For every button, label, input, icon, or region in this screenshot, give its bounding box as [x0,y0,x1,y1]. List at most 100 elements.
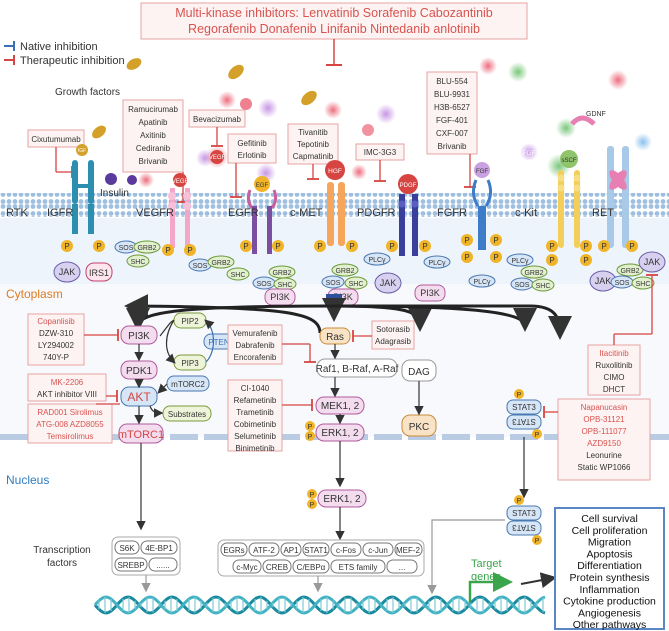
svg-text:P: P [165,246,170,255]
drug-copanlisib: Copanlisib [37,317,75,326]
erk-nucleus-node [317,489,367,508]
drug-blu-9931: BLU-9931 [434,90,471,99]
tf-ets-family: ETS family [339,563,378,572]
receptor-cmet: HGF [325,160,345,246]
outcome-item: Other pathways [573,619,647,631]
transcription-factors-label-2: factors [47,558,77,569]
drug-temsirolimus: Temsirolimus [47,432,94,441]
svg-text:STAT3: STAT3 [512,509,536,518]
drug-cimo: CIMO [604,373,625,382]
fgf-ligand-top: FGF [523,151,535,157]
receptor-label-cmet: c-MET [290,207,323,219]
svg-text:PLCγ: PLCγ [511,258,529,265]
drugbox-vegfr [122,99,184,173]
drug-ci-1040: CI-1040 [241,384,270,393]
receptor-ret: GDNF [570,111,629,248]
drug-fgf-401: FGF-401 [436,116,469,125]
dna-helix [93,595,546,615]
svg-text:P: P [317,242,322,251]
drug-mk-2206: MK-2206 [51,378,84,387]
svg-text:PKC: PKC [409,422,430,433]
tf-cebpa: C/EBPα [297,563,326,572]
drug-atg-008-azd8055: ATG-008 AZD8055 [36,420,104,429]
svg-text:PLCγ: PLCγ [368,257,386,264]
drugbox-ras [371,320,415,350]
drug-dabrafenib: Dabrafenib [235,341,275,350]
svg-text:P: P [535,538,540,545]
receptor-label-fgfr: FGFR [437,207,467,219]
svg-text:P: P [187,246,192,255]
tf-s6k: S6K [119,544,135,553]
vegf-ligand: VEGF [172,179,189,185]
svg-text:SHC: SHC [636,281,651,288]
svg-text:DAG: DAG [408,367,430,378]
drug-napanucasin: Napanucasin [581,403,628,412]
svg-text:P: P [64,242,69,251]
drug-h3b-6527: H3B-6527 [434,103,471,112]
drug-cxf-007: CXF-007 [436,129,469,138]
svg-text:P: P [535,432,540,439]
svg-text:PI3K: PI3K [270,292,290,302]
drug-capmatinib: Capmatinib [293,152,334,161]
drug-encorafenib: Encorafenib [234,353,277,362]
svg-text:Substrates: Substrates [168,410,206,419]
stat3-flip-nucleus-node [506,520,542,536]
mtorc2-node [166,375,210,392]
svg-text:JAK: JAK [380,278,397,288]
drug-azd9150: AZD9150 [587,439,621,448]
drug-apatinib: Apatinib [139,118,168,127]
drug-gefitinib: Gefitinib [237,139,267,148]
svg-text:STAT3: STAT3 [512,523,536,532]
svg-text:ERK1, 2: ERK1, 2 [323,494,361,505]
tf-cjun: c-Jun [368,546,388,555]
growth-factors-label: Growth factors [55,87,120,98]
drug-leonurine: Leonurine [586,451,622,460]
drugbox-egfr [227,133,277,164]
tf-more-1: ...... [156,561,169,570]
target-genes-arrow [468,572,513,602]
nucleus-label: Nucleus [6,473,49,487]
svg-text:P: P [275,242,280,251]
tf-more-2: ... [399,563,406,572]
svg-text:STAT3: STAT3 [512,417,536,426]
svg-text:SOS: SOS [326,280,341,287]
svg-text:MEK1, 2: MEK1, 2 [321,401,360,412]
svg-text:IRS1: IRS1 [89,268,109,278]
insulin-label: Insulin [100,188,129,199]
svg-text:PI3K: PI3K [333,292,353,302]
tf-creb: CREB [266,563,288,572]
svg-text:GRB2: GRB2 [272,270,291,277]
svg-text:SHC: SHC [231,272,246,279]
drug-opb-111077: OPB-111077 [581,427,627,436]
svg-text:PIP3: PIP3 [181,359,199,368]
svg-text:Ras: Ras [326,332,344,343]
svg-text:GRB2: GRB2 [335,268,354,275]
drugbox-stat3 [557,398,651,481]
svg-text:PTEN: PTEN [208,338,230,347]
plcg-node [363,252,391,266]
svg-text:GRB2: GRB2 [524,270,543,277]
svg-text:P: P [422,242,427,251]
outcome-item: Protein synthesis [570,572,650,584]
svg-text:GRB2: GRB2 [137,245,156,252]
svg-text:SHC: SHC [536,283,551,290]
svg-text:P: P [493,253,498,262]
drug-tepotinib: Tepotinib [297,140,330,149]
svg-text:P: P [583,256,588,265]
tf-srebp: SREBP [117,561,144,570]
tf-cfos: c-Fos [336,546,356,555]
drug-cobimetinib: Cobimetinib [234,420,277,429]
drug-selumetinib: Selumetinib [234,432,276,441]
svg-text:mTORC1: mTORC1 [118,429,164,441]
drug-dzw-310: DZW-310 [39,329,74,338]
drugbox-mek [227,379,283,452]
svg-text:SOS: SOS [515,282,530,289]
svg-text:mTORC2: mTORC2 [171,380,205,389]
svg-text:GRB2: GRB2 [211,260,230,267]
outcome-item: Apoptosis [586,548,632,560]
receptor-igfr: IGF [72,144,94,234]
transcription-factors-label-1: Transcription [33,545,90,556]
receptor-vegfr: VEGF [168,173,191,248]
svg-text:AKT: AKT [127,390,151,404]
outcome-item: Cell survival [581,513,638,525]
